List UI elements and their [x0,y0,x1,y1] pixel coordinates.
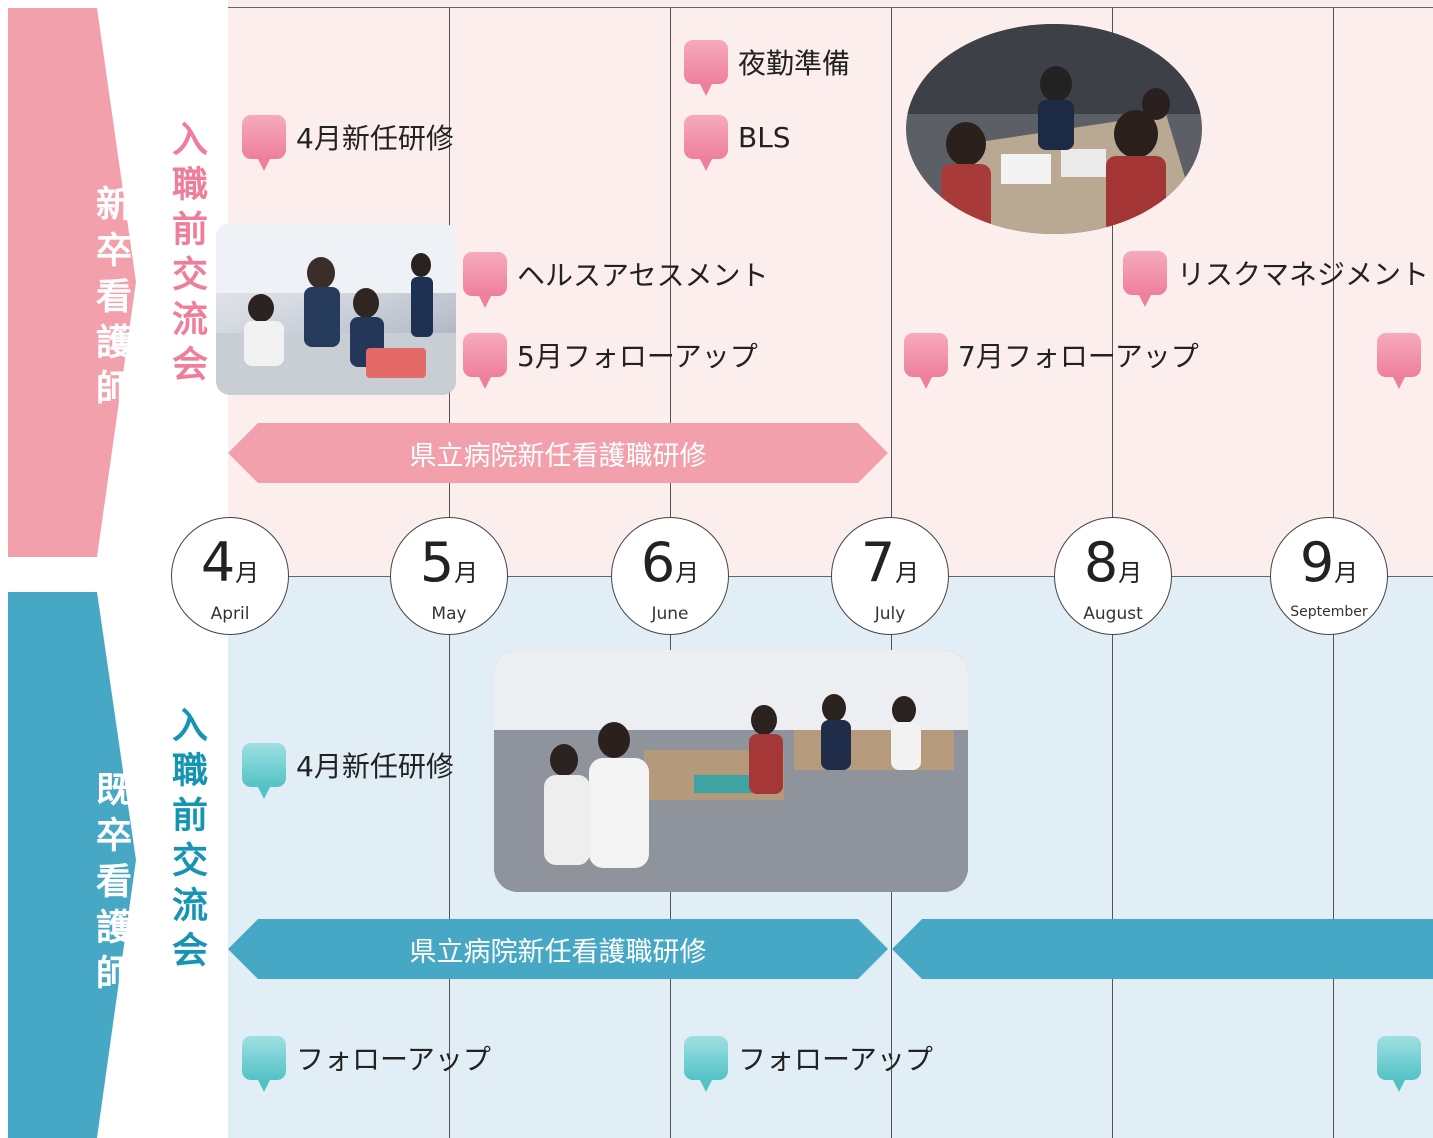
event-september-exp [1377,1033,1431,1092]
speech-bubble-icon [684,40,728,96]
new-grad-training-band: 県立病院新任看護職研修 [228,423,888,483]
speech-bubble-icon [1377,1036,1421,1092]
training-photo-3 [494,650,968,892]
event-follow-up-april: フォローアップ [242,1033,491,1092]
speech-bubble-icon [684,115,728,171]
month-june: 6月 June [611,517,729,635]
event-july-follow-up: 7月フォローアップ [904,330,1199,389]
speech-bubble-icon [1377,333,1421,389]
new-grad-arrow [8,8,136,557]
speech-bubble-icon [242,1036,286,1092]
speech-bubble-icon [242,743,286,799]
training-photo-2 [906,24,1202,234]
month-september: 9月 September [1270,517,1388,635]
training-photo-1 [216,223,456,395]
section-arrows [8,8,136,1138]
month-april: 4月 April [171,517,289,635]
experienced-arrow [8,592,136,1138]
event-risk-management: リスクマネジメント [1123,248,1429,307]
event-april-new-training-exp: 4月新任研修 [242,740,454,799]
speech-bubble-icon [463,333,507,389]
month-july: 7月 July [831,517,949,635]
month-august: 8月 August [1054,517,1172,635]
speech-bubble-icon [684,1036,728,1092]
photo-illustration [216,223,456,395]
timeline-axis [228,576,1433,577]
speech-bubble-icon [904,333,948,389]
photo-illustration [494,650,968,892]
new-grad-exchange-label: 入職前交流会 [166,120,207,390]
experienced-label: 既卒看護師 [90,770,131,1000]
experienced-training-band: 県立病院新任看護職研修 [228,919,888,979]
new-grad-label: 新卒看護師 [90,185,131,415]
speech-bubble-icon [1123,251,1167,307]
band-arrow-shape [228,919,888,979]
event-follow-up-june: フォローアップ [684,1033,933,1092]
month-may: 5月 May [390,517,508,635]
event-may-follow-up: 5月フォローアップ [463,330,758,389]
speech-bubble-icon [242,115,286,171]
experienced-training-band-continued [892,919,1433,979]
photo-illustration [906,24,1202,234]
event-april-new-training: 4月新任研修 [242,112,454,171]
top-rule [228,7,1433,8]
event-september [1377,330,1431,389]
event-bls: BLS [684,112,791,171]
experienced-exchange-label: 入職前交流会 [166,706,207,976]
speech-bubble-icon [463,252,507,308]
band-arrow-shape [228,423,888,483]
event-health-assessment: ヘルスアセスメント [463,249,768,308]
event-night-shift-prep: 夜勤準備 [684,37,850,96]
